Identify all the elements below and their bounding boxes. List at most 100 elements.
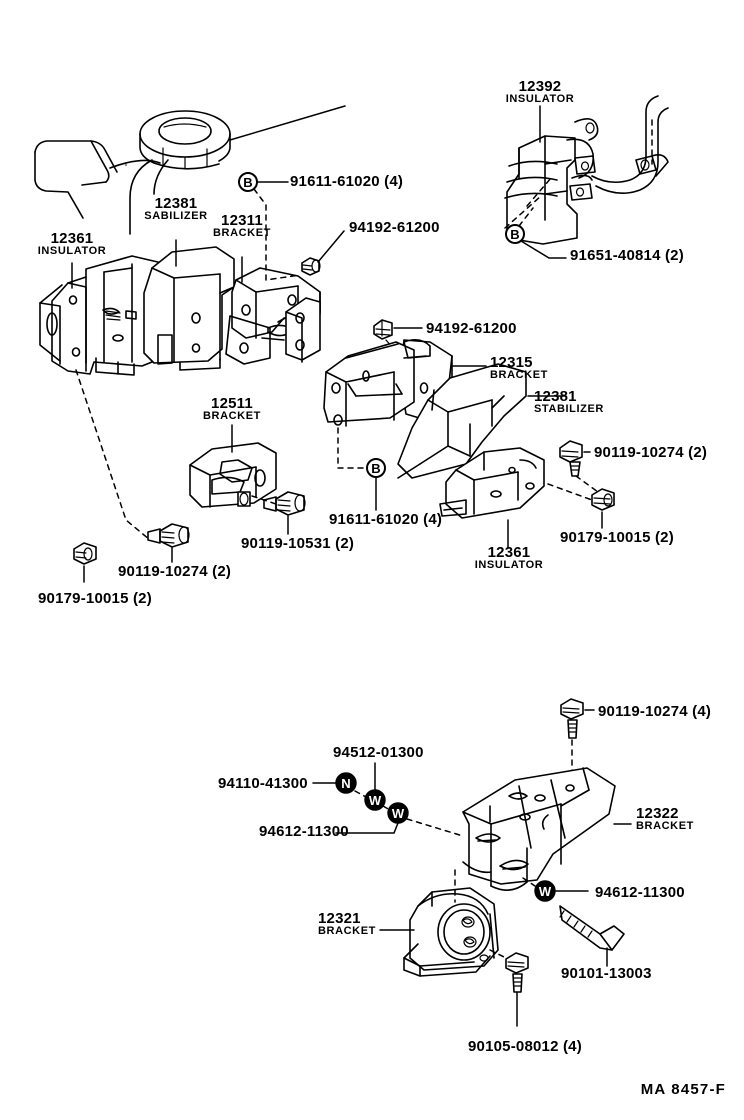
part-12315-bracket	[323, 338, 453, 427]
part-number: 12511	[211, 395, 253, 412]
assembly-dash-90179-mid	[547, 483, 593, 501]
fastener-nut-90179-mid	[591, 488, 615, 511]
part-name: BRACKET	[203, 410, 261, 423]
part-number: 12361	[487, 544, 531, 561]
assembly-dash-insulator-lower	[75, 369, 151, 541]
part-label-12322-bracket: 12322 BRACKET	[636, 806, 694, 833]
part-label-12511-bracket: 12511 BRACKET	[190, 396, 274, 423]
badge-w-94612-right: W	[534, 880, 556, 902]
part-number: 12315	[490, 354, 533, 371]
svg-text:W: W	[369, 793, 382, 808]
part-name: BRACKET	[318, 925, 376, 938]
part-12381-stabilizer-upper	[143, 246, 235, 371]
fastener-label-91651: 91651-40814 (2)	[570, 247, 684, 264]
fastener-label-90119-mid: 90119-10274 (2)	[594, 444, 708, 461]
assembly-dash-w-bracket	[406, 818, 464, 837]
svg-text:W: W	[539, 884, 552, 899]
fastener-label-91611-top: 91611-61020 (4)	[290, 173, 404, 190]
svg-text:W: W	[392, 806, 405, 821]
fastener-label-90179-left: 90179-10015 (2)	[38, 590, 152, 607]
drawing-number: MA 8457-F	[640, 1081, 726, 1098]
badge-b-top: B	[238, 172, 258, 192]
svg-text:B: B	[510, 227, 519, 242]
fastener-label-94192-mid: 94192-61200	[426, 320, 517, 337]
fastener-label-91611-mid: 91611-61020 (4)	[329, 511, 443, 528]
assembly-dash-91611-mid	[337, 427, 367, 469]
part-12511-bracket	[189, 442, 277, 508]
part-label-12381-stabilizer-upper: 12381 SABILIZER	[134, 196, 218, 223]
part-label-12361-insulator-mid: 12361 INSULATOR	[466, 545, 552, 572]
fastener-nut-94192-mid	[373, 319, 393, 340]
part-12361-insulator-mid	[439, 447, 545, 519]
fastener-bolt-90119-10531	[263, 491, 306, 516]
part-name: INSULATOR	[505, 93, 575, 106]
fastener-label-94612-left: 94612-11300	[259, 823, 349, 840]
fastener-bolt-90119-lower	[560, 698, 584, 739]
mount-grommet-ring	[139, 110, 231, 170]
part-number: 12322	[636, 805, 679, 822]
svg-text:B: B	[243, 175, 252, 190]
fastener-bolt-90119-mid	[559, 440, 583, 477]
part-12321-bracket	[403, 887, 499, 977]
fastener-label-90119-left: 90119-10274 (2)	[118, 563, 232, 580]
fastener-label-90119-lower: 90119-10274 (4)	[598, 703, 712, 720]
fastener-label-90119-10531: 90119-10531 (2)	[241, 535, 355, 552]
part-label-12381-stabilizer-mid: 12381 STABILIZER	[534, 389, 604, 416]
part-12361-insulator-upper	[39, 255, 163, 376]
part-label-12311-bracket: 12311 BRACKET	[200, 213, 284, 240]
leader-94192-upper	[317, 230, 345, 263]
part-number: 12311	[221, 212, 263, 229]
part-label-12392-insulator: 12392 INSULATOR	[498, 79, 582, 106]
leader-91651	[520, 240, 567, 259]
badge-b-12392: B	[505, 224, 525, 244]
part-12311-sub-plate	[285, 297, 321, 363]
fastener-nut-90179-left	[73, 542, 97, 565]
engine-hose-outline	[34, 140, 118, 219]
part-name: INSULATOR	[474, 559, 544, 572]
assembly-dash-91611-top	[253, 188, 301, 281]
assembly-dash-n-w	[354, 790, 367, 798]
part-label-12361-insulator-upper: 12361 INSULATOR	[30, 231, 114, 258]
part-number: 12392	[518, 78, 562, 95]
fastener-bolt-90105	[505, 952, 529, 993]
fastener-label-94110: 94110-41300	[218, 775, 308, 792]
part-12322-bracket	[462, 767, 616, 891]
assembly-dash-94612-right	[522, 877, 536, 887]
assembly-dash-90105	[489, 949, 507, 959]
badge-w-94612-left: W	[387, 802, 409, 824]
badge-w-94512: W	[364, 789, 386, 811]
fastener-bolt-90101	[559, 905, 625, 951]
part-number: 12321	[318, 910, 361, 927]
leader-grommet	[229, 105, 346, 141]
part-12381-stabilizer-mid	[397, 363, 527, 479]
part-number: 12381	[154, 195, 198, 212]
part-number: 12361	[50, 230, 94, 247]
fastener-nut-94192-upper	[301, 257, 321, 276]
badge-b-mid: B	[366, 458, 386, 478]
svg-text:B: B	[371, 461, 380, 476]
fastener-label-94512: 94512-01300	[333, 744, 424, 761]
part-label-12315-bracket: 12315 BRACKET	[490, 355, 548, 382]
fastener-label-90179-mid: 90179-10015 (2)	[560, 529, 674, 546]
fastener-label-94612-right: 94612-11300	[595, 884, 685, 901]
badge-n-94110: N	[335, 772, 357, 794]
fastener-label-94192-top: 94192-61200	[349, 219, 440, 236]
leader-94612-left	[335, 822, 399, 834]
fastener-label-90101: 90101-13003	[561, 965, 652, 982]
assembly-dash-90119-mid	[575, 475, 599, 493]
part-12392-insulator	[504, 95, 669, 245]
part-name: BRACKET	[490, 369, 548, 382]
assembly-dash-w-w	[382, 805, 391, 811]
svg-text:N: N	[341, 776, 350, 791]
assembly-dash-12511	[251, 495, 277, 505]
fastener-bolt-90119-left	[147, 523, 190, 548]
part-name: BRACKET	[636, 820, 694, 833]
part-label-12321-bracket: 12321 BRACKET	[318, 911, 376, 938]
part-name: BRACKET	[213, 227, 271, 240]
assembly-dash-91651	[518, 207, 534, 227]
part-number: 12381	[534, 388, 577, 405]
part-name: INSULATOR	[37, 245, 107, 258]
part-name: SABILIZER	[144, 210, 208, 223]
